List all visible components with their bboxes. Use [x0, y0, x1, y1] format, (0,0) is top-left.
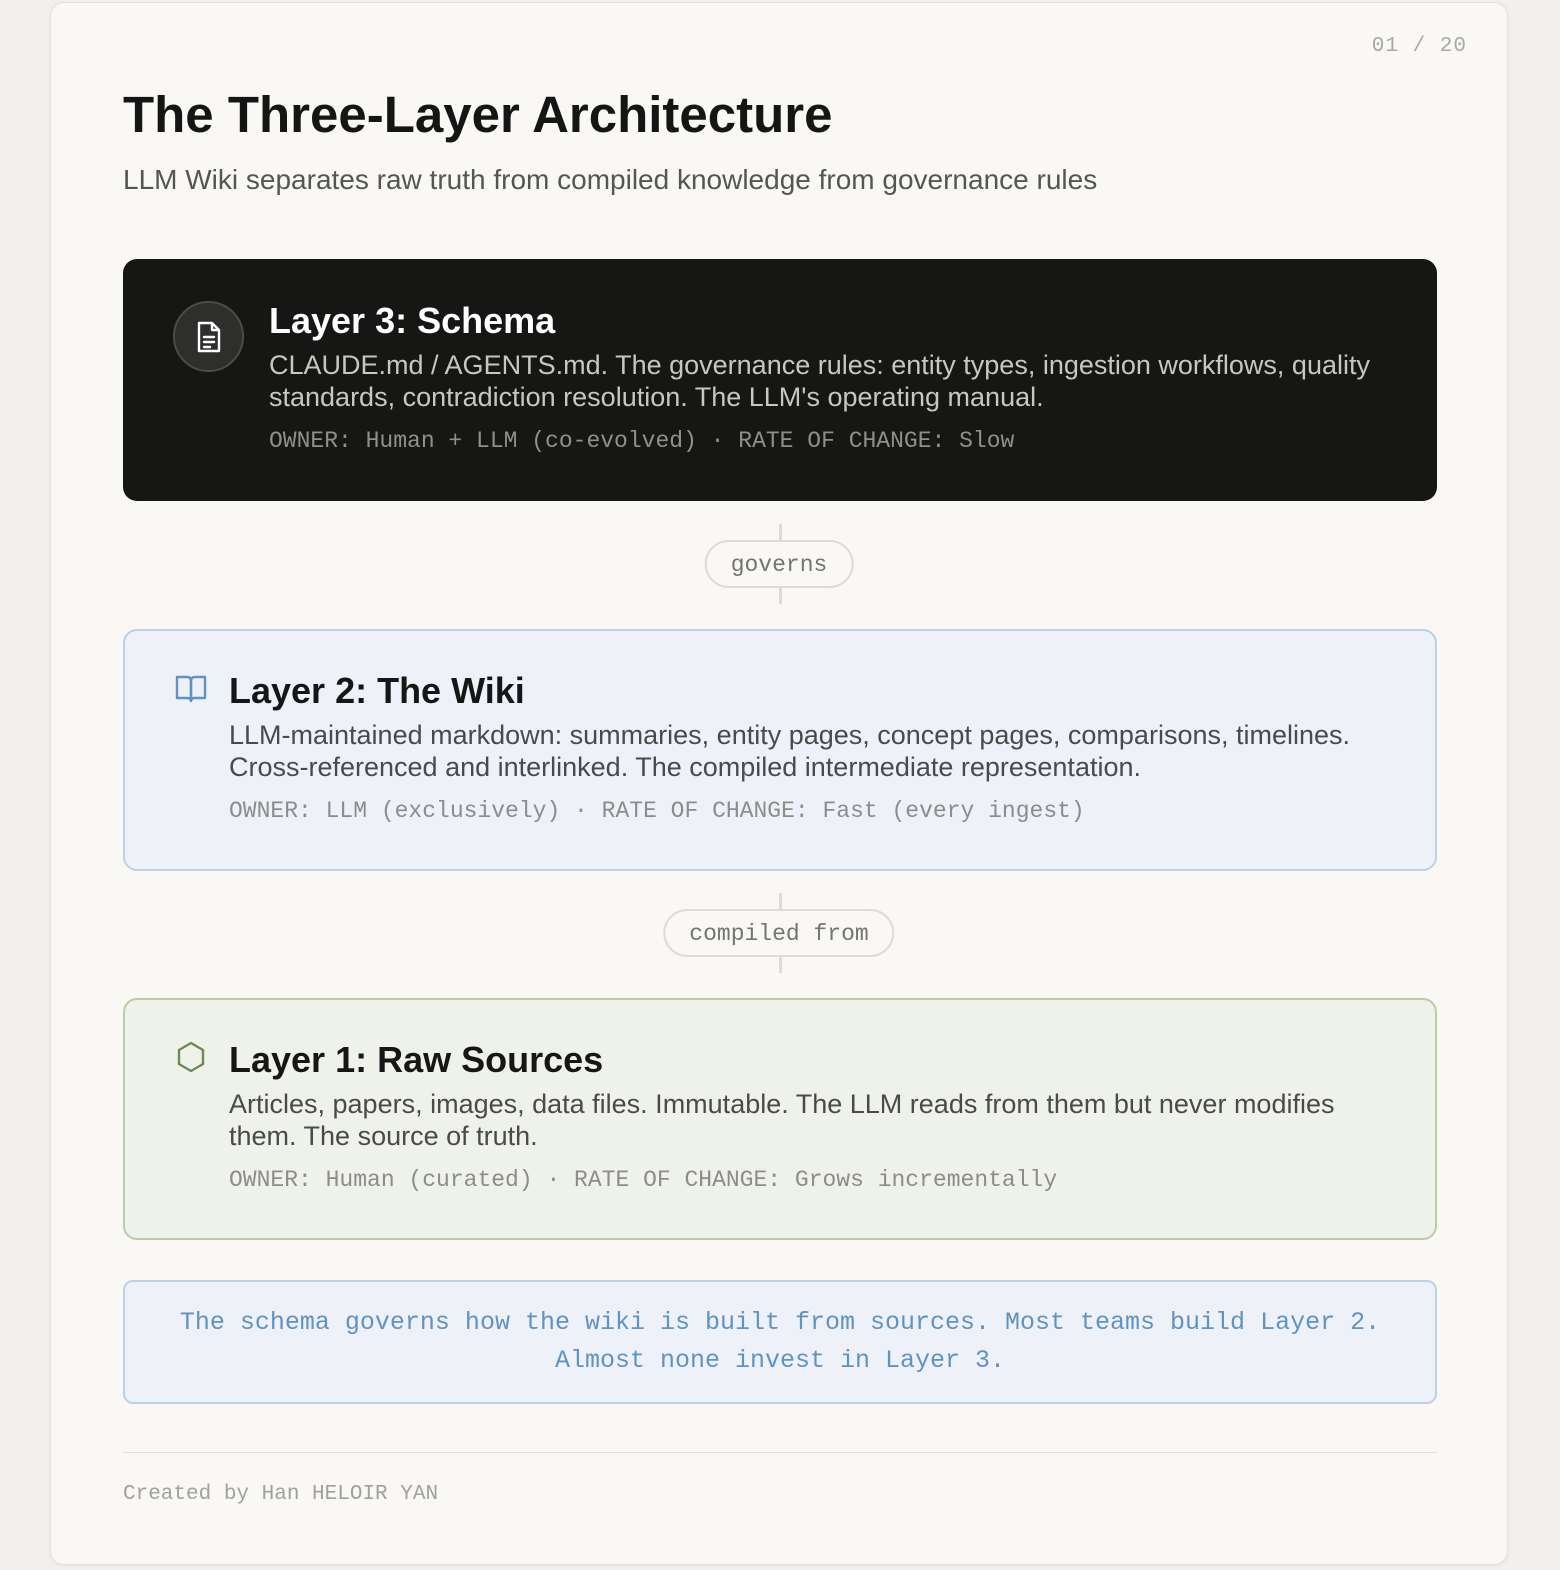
- layer-title: Layer 2: The Wiki: [229, 670, 525, 711]
- page-number: 01 / 20: [1371, 35, 1467, 58]
- connector-label: compiled from: [663, 909, 895, 957]
- layer-meta: OWNER: Human (curated) · RATE OF CHANGE:…: [229, 1167, 1058, 1193]
- layer-meta: OWNER: LLM (exclusively) · RATE OF CHANG…: [229, 798, 1085, 824]
- slide: 01 / 20 The Three-Layer Architecture LLM…: [50, 2, 1508, 1565]
- footer-divider: [123, 1452, 1437, 1453]
- footer-credit: Created by Han HELOIR YAN: [123, 1483, 439, 1506]
- page-title: The Three-Layer Architecture: [123, 86, 833, 143]
- open-book-icon: [174, 671, 208, 705]
- layer-description: CLAUDE.md / AGENTS.md. The governance ru…: [269, 350, 1370, 412]
- document-icon: [173, 301, 244, 372]
- layer-meta: OWNER: Human + LLM (co-evolved) · RATE O…: [269, 428, 1015, 454]
- governs-connector: governs: [51, 524, 1507, 604]
- layer-description: Articles, papers, images, data files. Im…: [229, 1089, 1335, 1151]
- layer-title: Layer 3: Schema: [269, 300, 556, 341]
- layer-1-card: Layer 1: Raw Sources Articles, papers, i…: [123, 998, 1437, 1240]
- connector-label: governs: [704, 540, 854, 588]
- layer-3-card: Layer 3: Schema CLAUDE.md / AGENTS.md. T…: [123, 259, 1437, 501]
- page-subtitle: LLM Wiki separates raw truth from compil…: [123, 164, 1098, 195]
- layer-title: Layer 1: Raw Sources: [229, 1039, 604, 1080]
- callout-note: The schema governs how the wiki is built…: [123, 1280, 1437, 1404]
- layer-description: LLM-maintained markdown: summaries, enti…: [229, 720, 1351, 782]
- callout-text: The schema governs how the wiki is built…: [179, 1308, 1381, 1375]
- hexagon-icon: [174, 1040, 208, 1074]
- layer-2-card: Layer 2: The Wiki LLM-maintained markdow…: [123, 629, 1437, 871]
- compiled-from-connector: compiled from: [51, 893, 1507, 973]
